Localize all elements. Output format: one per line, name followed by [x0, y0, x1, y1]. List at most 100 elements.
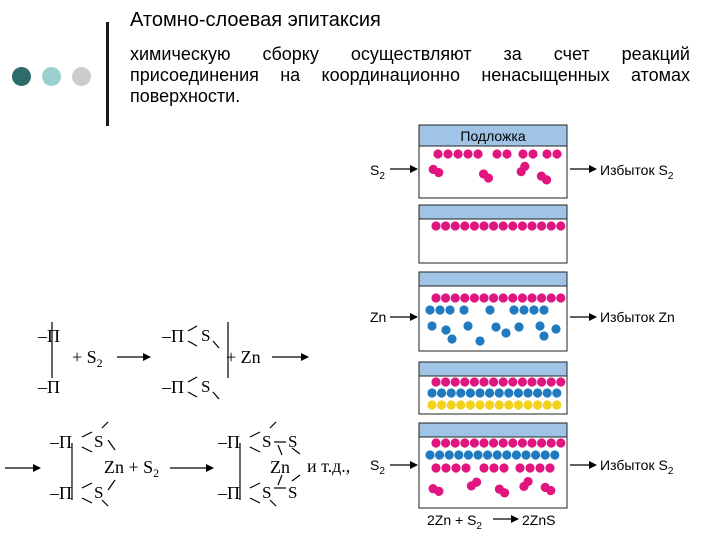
zinc-atom [446, 388, 456, 398]
zinc-atom [513, 388, 524, 398]
panel-5 [418, 422, 568, 509]
svg-text:+ Zn: + Zn [226, 347, 261, 367]
zinc-atom [519, 305, 529, 315]
sulfur-atom [517, 438, 528, 448]
s2-input: S2 [370, 162, 418, 182]
zinc-atom [491, 322, 501, 332]
sulfur-atom [517, 377, 528, 387]
sulfur-atom [431, 293, 441, 303]
sulfur-atom [441, 293, 451, 303]
sulfur-atom [499, 463, 509, 473]
svg-text:Zn: Zn [270, 457, 290, 477]
svg-text:и т.д.,: и т.д., [307, 456, 350, 476]
sulfur-atom [502, 149, 512, 159]
svg-text:S: S [288, 483, 297, 502]
molecule-s2 [428, 164, 444, 178]
sulfur-atom [441, 463, 451, 473]
sulfur-atom [537, 377, 547, 387]
sulfur-atom [517, 221, 528, 231]
zn-input: Zn [370, 309, 418, 325]
zinc-atom [437, 388, 447, 398]
sulfur-atom [527, 293, 537, 303]
sulfur-atom [498, 438, 508, 448]
sulfur-atom [441, 221, 451, 231]
sulfur-atom [498, 221, 508, 231]
decor-dot-dark [12, 67, 31, 86]
reaction-row-1 [51, 322, 309, 400]
zinc-atom [540, 450, 550, 460]
svg-text:–П: –П [217, 432, 240, 452]
zinc-atom [511, 450, 521, 460]
sulfur-atom [479, 293, 489, 303]
svg-text:–П: –П [161, 377, 184, 397]
zinc-atom [551, 324, 561, 334]
sulfur-atom [489, 438, 499, 448]
sulfur-atom [542, 149, 552, 159]
sulfur-layer-atom [465, 400, 475, 410]
sulfur-atom [460, 377, 470, 387]
zinc-atom [494, 388, 504, 398]
sulfur-atom [517, 293, 528, 303]
sulfur-atom [498, 293, 508, 303]
slide-title: Атомно-слоевая эпитаксия [130, 9, 381, 31]
molecule-s2 [428, 484, 444, 496]
sulfur-atom [546, 438, 556, 448]
sulfur-layer-atom [504, 400, 514, 410]
sulfur-atom [460, 438, 470, 448]
svg-text:2ZnS: 2ZnS [522, 512, 555, 528]
sulfur-layer-atom [523, 400, 533, 410]
sulfur-layer-atom [513, 400, 524, 410]
molecule-s2 [494, 484, 510, 498]
sulfur-atom [479, 377, 489, 387]
svg-text:Избыток Zn: Избыток Zn [600, 309, 675, 325]
svg-text:–П: –П [161, 326, 184, 346]
sulfur-layer-atom [552, 400, 562, 410]
sulfur-atom [469, 293, 479, 303]
molecule-s2 [536, 171, 552, 185]
sulfur-layer-atom [485, 400, 495, 410]
sulfur-atom [545, 463, 555, 473]
sulfur-atom [527, 221, 537, 231]
sulfur-layer-atom [494, 400, 504, 410]
sulfur-atom [461, 463, 471, 473]
zinc-atom [501, 328, 511, 338]
svg-text:Zn: Zn [370, 309, 386, 325]
zinc-atom [535, 321, 545, 331]
molecule-s2 [540, 482, 556, 496]
zinc-atom [529, 305, 539, 315]
zinc-atom [542, 388, 552, 398]
reaction-equation: 2Zn + S2 2ZnS [427, 512, 555, 532]
sulfur-atom [527, 438, 537, 448]
sulfur-atom [528, 149, 538, 159]
zinc-atom [539, 331, 549, 341]
sulfur-atom [508, 377, 518, 387]
panel-2 [418, 204, 568, 264]
sulfur-layer-atom [446, 400, 456, 410]
svg-text:S2: S2 [370, 457, 385, 477]
zinc-atom [539, 305, 549, 315]
svg-text:S: S [262, 483, 271, 502]
zinc-atom [523, 388, 533, 398]
decor-dot-light [72, 67, 91, 86]
sulfur-atom [525, 463, 535, 473]
zinc-atom [427, 388, 437, 398]
s2-input-bottom: S2 [370, 457, 418, 477]
zinc-atom [552, 388, 562, 398]
sulfur-atom [489, 293, 499, 303]
sulfur-atom [469, 377, 479, 387]
zinc-atom [475, 388, 485, 398]
zinc-atom [514, 322, 524, 332]
sulfur-atom [460, 221, 470, 231]
zinc-atom [425, 450, 435, 460]
atom-dots [425, 149, 566, 498]
zinc-atom [531, 450, 541, 460]
zinc-atom [463, 321, 473, 331]
sulfur-atom [431, 377, 441, 387]
sulfur-atom [552, 149, 562, 159]
svg-text:S: S [262, 432, 271, 451]
svg-text:Избыток S2: Избыток S2 [600, 457, 674, 477]
sulfur-atom [556, 377, 566, 387]
molecule-s2 [516, 161, 530, 177]
svg-text:–П: –П [49, 483, 72, 503]
zinc-atom [504, 388, 514, 398]
